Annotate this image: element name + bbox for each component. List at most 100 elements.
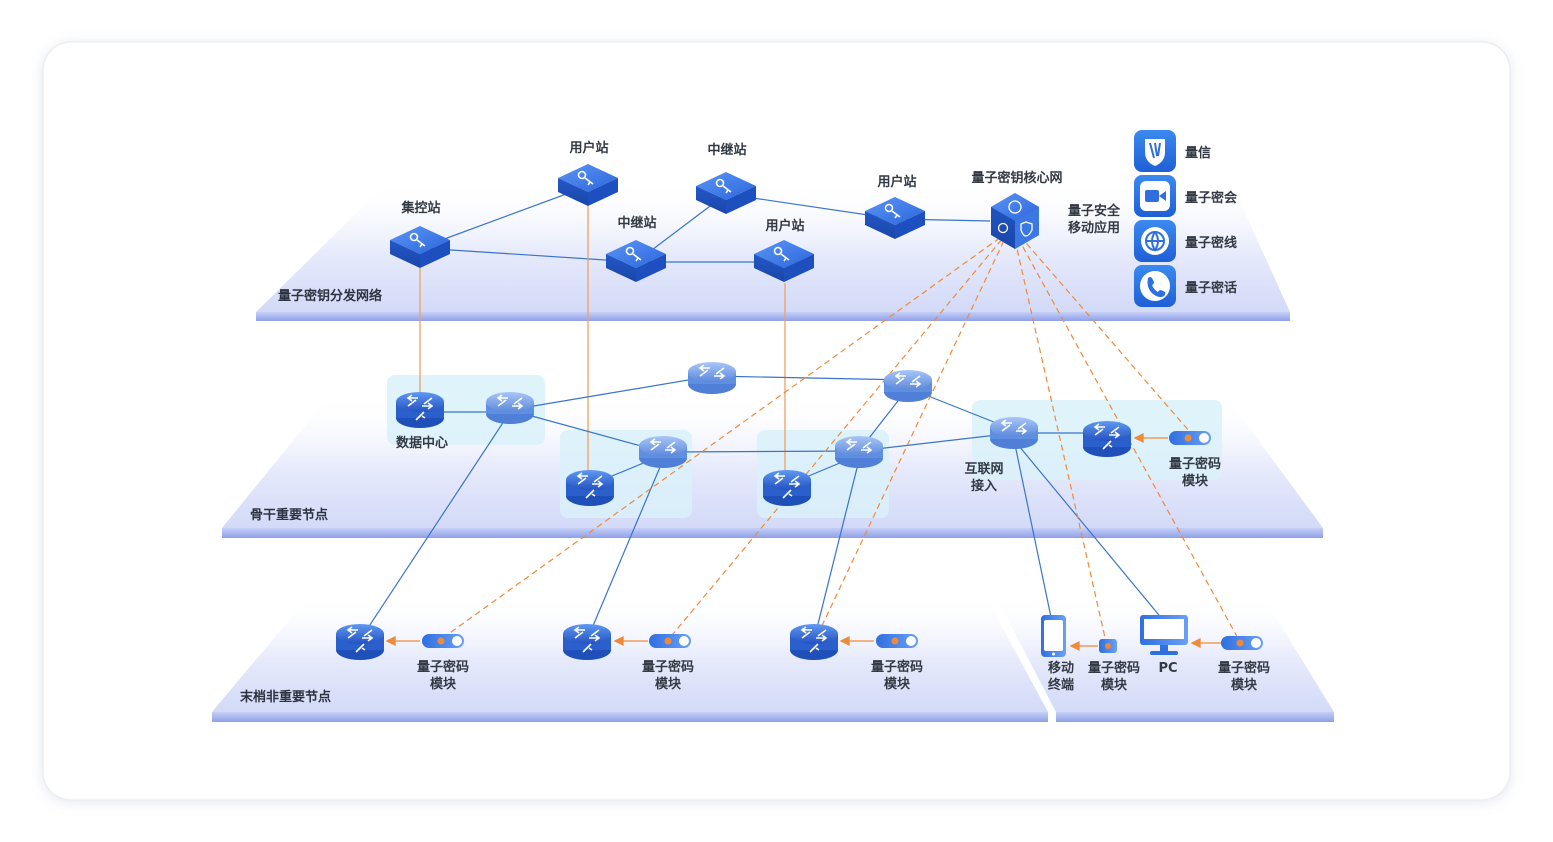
vertical-orange-links — [419, 205, 786, 475]
label-user2: 用户站 — [764, 218, 804, 234]
app-label: 量子密会 — [1185, 190, 1238, 206]
router-arrows-icon — [894, 372, 922, 388]
app-label: 量子密线 — [1185, 235, 1237, 251]
router-key-internet[interactable] — [1083, 421, 1131, 457]
label-module-2-line2: 模块 — [655, 676, 682, 692]
label-module-3-line2: 模块 — [884, 676, 911, 692]
quantum-module-edge-3[interactable] — [876, 634, 918, 648]
core-network-node[interactable] — [991, 193, 1039, 249]
label-internet-line2: 接入 — [971, 478, 997, 494]
apps-heading-line1: 量子安全 — [1068, 203, 1121, 219]
station-relay1[interactable] — [696, 172, 756, 214]
router-arrows-icon — [406, 394, 434, 410]
quantum-module-edge-1[interactable] — [422, 634, 464, 648]
video-icon — [1145, 190, 1166, 202]
label-qmodule-line1: 量子密码 — [1169, 456, 1221, 472]
router-arrows-icon — [1093, 423, 1121, 439]
router-hub-right[interactable] — [884, 370, 932, 402]
label-module-1-line2: 模块 — [430, 676, 457, 692]
label-module-mobile-line1: 量子密码 — [1088, 660, 1140, 676]
router-edge-2[interactable] — [563, 624, 611, 660]
label-mobile-line1: 移动 — [1048, 660, 1074, 676]
router-key-a[interactable] — [566, 470, 614, 506]
label-relay2: 中继站 — [617, 215, 656, 231]
shield-icon — [1020, 221, 1033, 237]
label-jikong: 集控站 — [400, 200, 440, 216]
key-icon — [577, 170, 594, 186]
router-arrows-icon — [346, 626, 374, 642]
router-arrows-icon — [698, 364, 726, 380]
key-icon — [585, 489, 596, 499]
layer-label-bottom: 末梢非重要节点 — [239, 689, 331, 705]
key-icon — [809, 643, 820, 653]
key-icon — [415, 411, 426, 421]
quantum-module-internet[interactable] — [1169, 431, 1211, 445]
router-arrows-icon — [649, 438, 677, 454]
router-datacenter-switch[interactable] — [486, 392, 534, 424]
router-arrows-icon — [845, 438, 873, 454]
label-module-pc-line1: 量子密码 — [1218, 660, 1270, 676]
label-module-mobile-line2: 模块 — [1101, 677, 1128, 693]
router-datacenter[interactable] — [396, 392, 444, 428]
layer-label-top: 量子密钥分发网络 — [278, 288, 382, 304]
gear-icon — [997, 222, 1009, 234]
router-key-b[interactable] — [763, 470, 811, 506]
layer-label-middle: 骨干重要节点 — [250, 507, 328, 523]
label-pc: PC — [1158, 661, 1177, 676]
label-relay1: 中继站 — [707, 142, 746, 158]
globe-icon — [1145, 231, 1165, 252]
app-item-mixian[interactable]: 量子密线 — [1134, 220, 1237, 262]
label-module-2-line1: 量子密码 — [642, 659, 694, 675]
router-arrows-icon — [800, 626, 828, 642]
station-user3[interactable] — [865, 197, 925, 239]
label-user3: 用户站 — [876, 174, 916, 190]
key-icon — [1102, 440, 1113, 450]
quantum-module-pc[interactable] — [1221, 636, 1263, 650]
router-internet-access[interactable] — [990, 417, 1038, 449]
key-icon — [715, 178, 732, 194]
key-icon — [582, 643, 593, 653]
label-core: 量子密钥核心网 — [971, 170, 1062, 186]
label-module-3-line1: 量子密码 — [871, 659, 923, 675]
router-node-b[interactable] — [835, 436, 883, 468]
station-jikong[interactable] — [390, 226, 450, 268]
router-arrows-icon — [576, 472, 604, 488]
quantum-module-edge-2[interactable] — [649, 634, 691, 648]
app-item-mihua[interactable]: 量子密话 — [1134, 265, 1237, 307]
mobile-terminal[interactable] — [1041, 615, 1066, 657]
key-icon — [782, 489, 793, 499]
label-user1: 用户站 — [568, 140, 608, 156]
apps-heading-line2: 移动应用 — [1068, 220, 1120, 236]
router-edge-1[interactable] — [336, 624, 384, 660]
module-arrows — [385, 432, 1221, 652]
key-icon — [884, 203, 901, 219]
label-datacenter: 数据中心 — [396, 435, 448, 451]
label-module-1-line1: 量子密码 — [417, 659, 469, 675]
router-arrows-icon — [496, 394, 524, 410]
label-mobile-line2: 终端 — [1048, 677, 1074, 693]
router-arrows-icon — [773, 472, 801, 488]
label-qmodule-line2: 模块 — [1182, 473, 1209, 489]
globe-icon — [1008, 200, 1022, 214]
station-user2[interactable] — [754, 240, 814, 282]
app-label: 量信 — [1185, 145, 1211, 161]
quantum-module-mobile[interactable] — [1099, 639, 1117, 653]
app-item-liangxin[interactable]: 量信 — [1134, 130, 1211, 172]
app-item-mihui[interactable]: 量子密会 — [1134, 175, 1238, 217]
phone-icon — [1147, 277, 1166, 298]
bottom-left-plane — [212, 595, 1048, 722]
router-node-a[interactable] — [639, 436, 687, 468]
pc-monitor[interactable] — [1140, 615, 1188, 655]
router-arrows-icon — [573, 626, 601, 642]
router-arrows-icon — [1000, 419, 1028, 435]
router-light-top[interactable] — [688, 362, 736, 394]
key-icon — [409, 232, 426, 248]
key-icon — [625, 246, 642, 262]
router-edge-3[interactable] — [790, 624, 838, 660]
station-relay2[interactable] — [606, 240, 666, 282]
station-user1[interactable] — [558, 164, 618, 206]
label-internet-line1: 互联网 — [964, 462, 1003, 477]
app-label: 量子密话 — [1185, 280, 1237, 296]
key-icon — [773, 246, 790, 262]
